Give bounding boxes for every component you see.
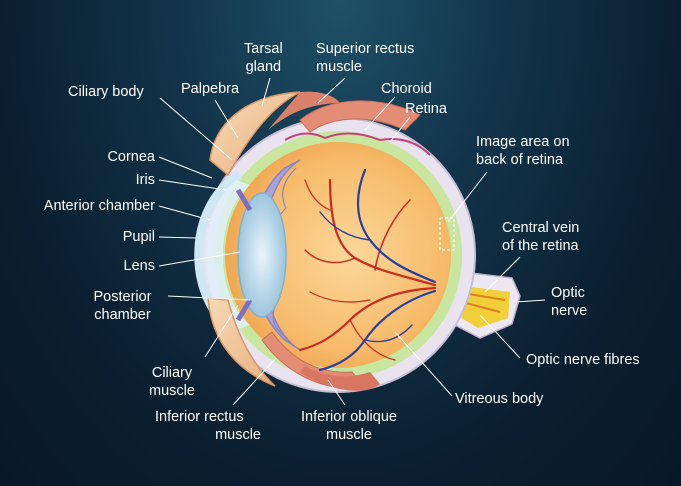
label-optic-nerve: Optic nerve <box>551 284 587 320</box>
label-line: muscle <box>215 427 261 443</box>
label-line: Posterior <box>93 289 152 305</box>
label-pupil: Pupil <box>122 229 155 245</box>
label-line: chamber <box>94 307 151 323</box>
leader-lines <box>158 77 546 406</box>
label-line: of the retina <box>502 238 579 254</box>
label-palpebra: Palpebra <box>181 81 240 97</box>
label-inferior-rectus: Inferior rectus muscle <box>155 408 261 444</box>
label-image-area: Image area on back of retina <box>476 133 570 169</box>
label-line: Tarsal <box>244 41 283 57</box>
label-line: nerve <box>551 303 588 319</box>
inferior-oblique-shape <box>300 366 380 391</box>
label-line: Central vein <box>502 220 580 236</box>
label-optic-nerve-fibres: Optic nerve fibres <box>526 352 640 368</box>
label-lens: Lens <box>123 258 155 274</box>
upper-eyelid-shape <box>209 91 340 177</box>
iris-shape <box>235 188 253 322</box>
lens-shape <box>237 192 287 318</box>
label-line: Inferior oblique <box>301 409 397 425</box>
label-superior-rectus: Superior rectus muscle <box>316 40 414 76</box>
label-iris: Iris <box>135 172 155 188</box>
label-central-vein: Central vein of the retina <box>502 219 579 255</box>
label-posterior-chamber: Posterior chamber <box>80 288 165 324</box>
label-line: gland <box>245 59 282 75</box>
superior-rectus-shape <box>299 100 421 133</box>
image-area-box <box>439 217 455 251</box>
label-line: muscle <box>316 59 362 75</box>
label-line: Superior rectus <box>316 41 415 57</box>
label-anterior-chamber: Anterior chamber <box>43 198 155 214</box>
label-line: muscle <box>149 383 195 399</box>
anterior-chamber-shape <box>206 180 250 330</box>
label-line: Image area on <box>476 134 570 150</box>
label-line: Optic <box>551 285 585 301</box>
retinal-vessels <box>298 168 437 372</box>
label-line: Inferior rectus <box>155 409 244 425</box>
label-line: back of retina <box>476 152 564 168</box>
label-vitreous-body: Vitreous body <box>455 391 544 407</box>
label-ciliary-body: Ciliary body <box>68 84 144 100</box>
label-tarsal-gland: Tarsal gland <box>244 40 283 76</box>
choroid-vessel <box>284 132 431 156</box>
label-ciliary-muscle: Ciliary muscle <box>132 364 212 400</box>
label-line: Ciliary <box>151 365 193 381</box>
label-line: muscle <box>326 427 372 443</box>
label-retina: Retina <box>405 101 447 117</box>
label-choroid: Choroid <box>381 81 432 97</box>
label-inferior-oblique: Inferior oblique muscle <box>288 408 410 444</box>
label-cornea: Cornea <box>107 149 155 165</box>
